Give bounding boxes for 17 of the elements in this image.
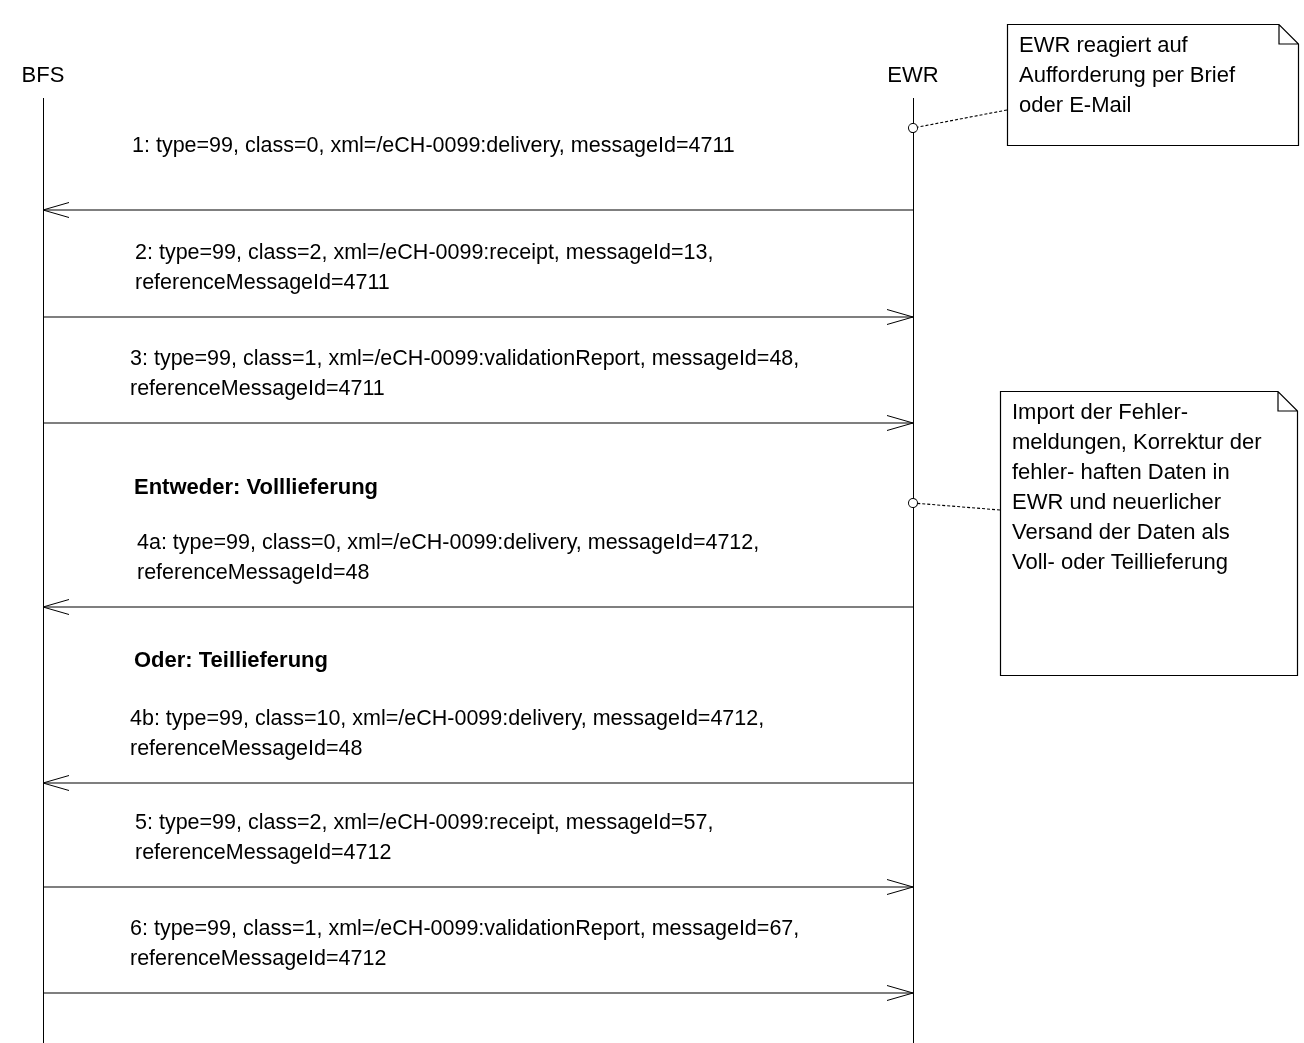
participant-label: BFS: [21, 62, 65, 88]
note-box: [1000, 391, 1298, 676]
message-arrow: [42, 879, 914, 895]
leader-line: [908, 109, 1008, 133]
alternative-heading: Oder: Teillieferung: [134, 647, 328, 673]
participant-label: EWR: [887, 62, 939, 88]
alternative-heading: Entweder: Volllieferung: [134, 474, 379, 500]
message-arrow: [42, 985, 914, 1001]
leader-line: [908, 498, 1001, 511]
message-arrow: [42, 202, 914, 218]
note-text: EWR reagiert auf Aufforderung per Brief oder E-Mail: [1019, 31, 1237, 119]
message-arrow: [42, 775, 914, 791]
note-box: [1007, 24, 1299, 146]
message-arrow: [42, 415, 914, 431]
message-arrow: [42, 309, 914, 325]
message-arrow: [42, 599, 914, 615]
note-text: Import der Fehler- meldungen, Korrektur der fehler- haften Daten in EWR und neuerlicher Versand der Daten als Voll- oder Teillieferung: [1012, 398, 1263, 576]
